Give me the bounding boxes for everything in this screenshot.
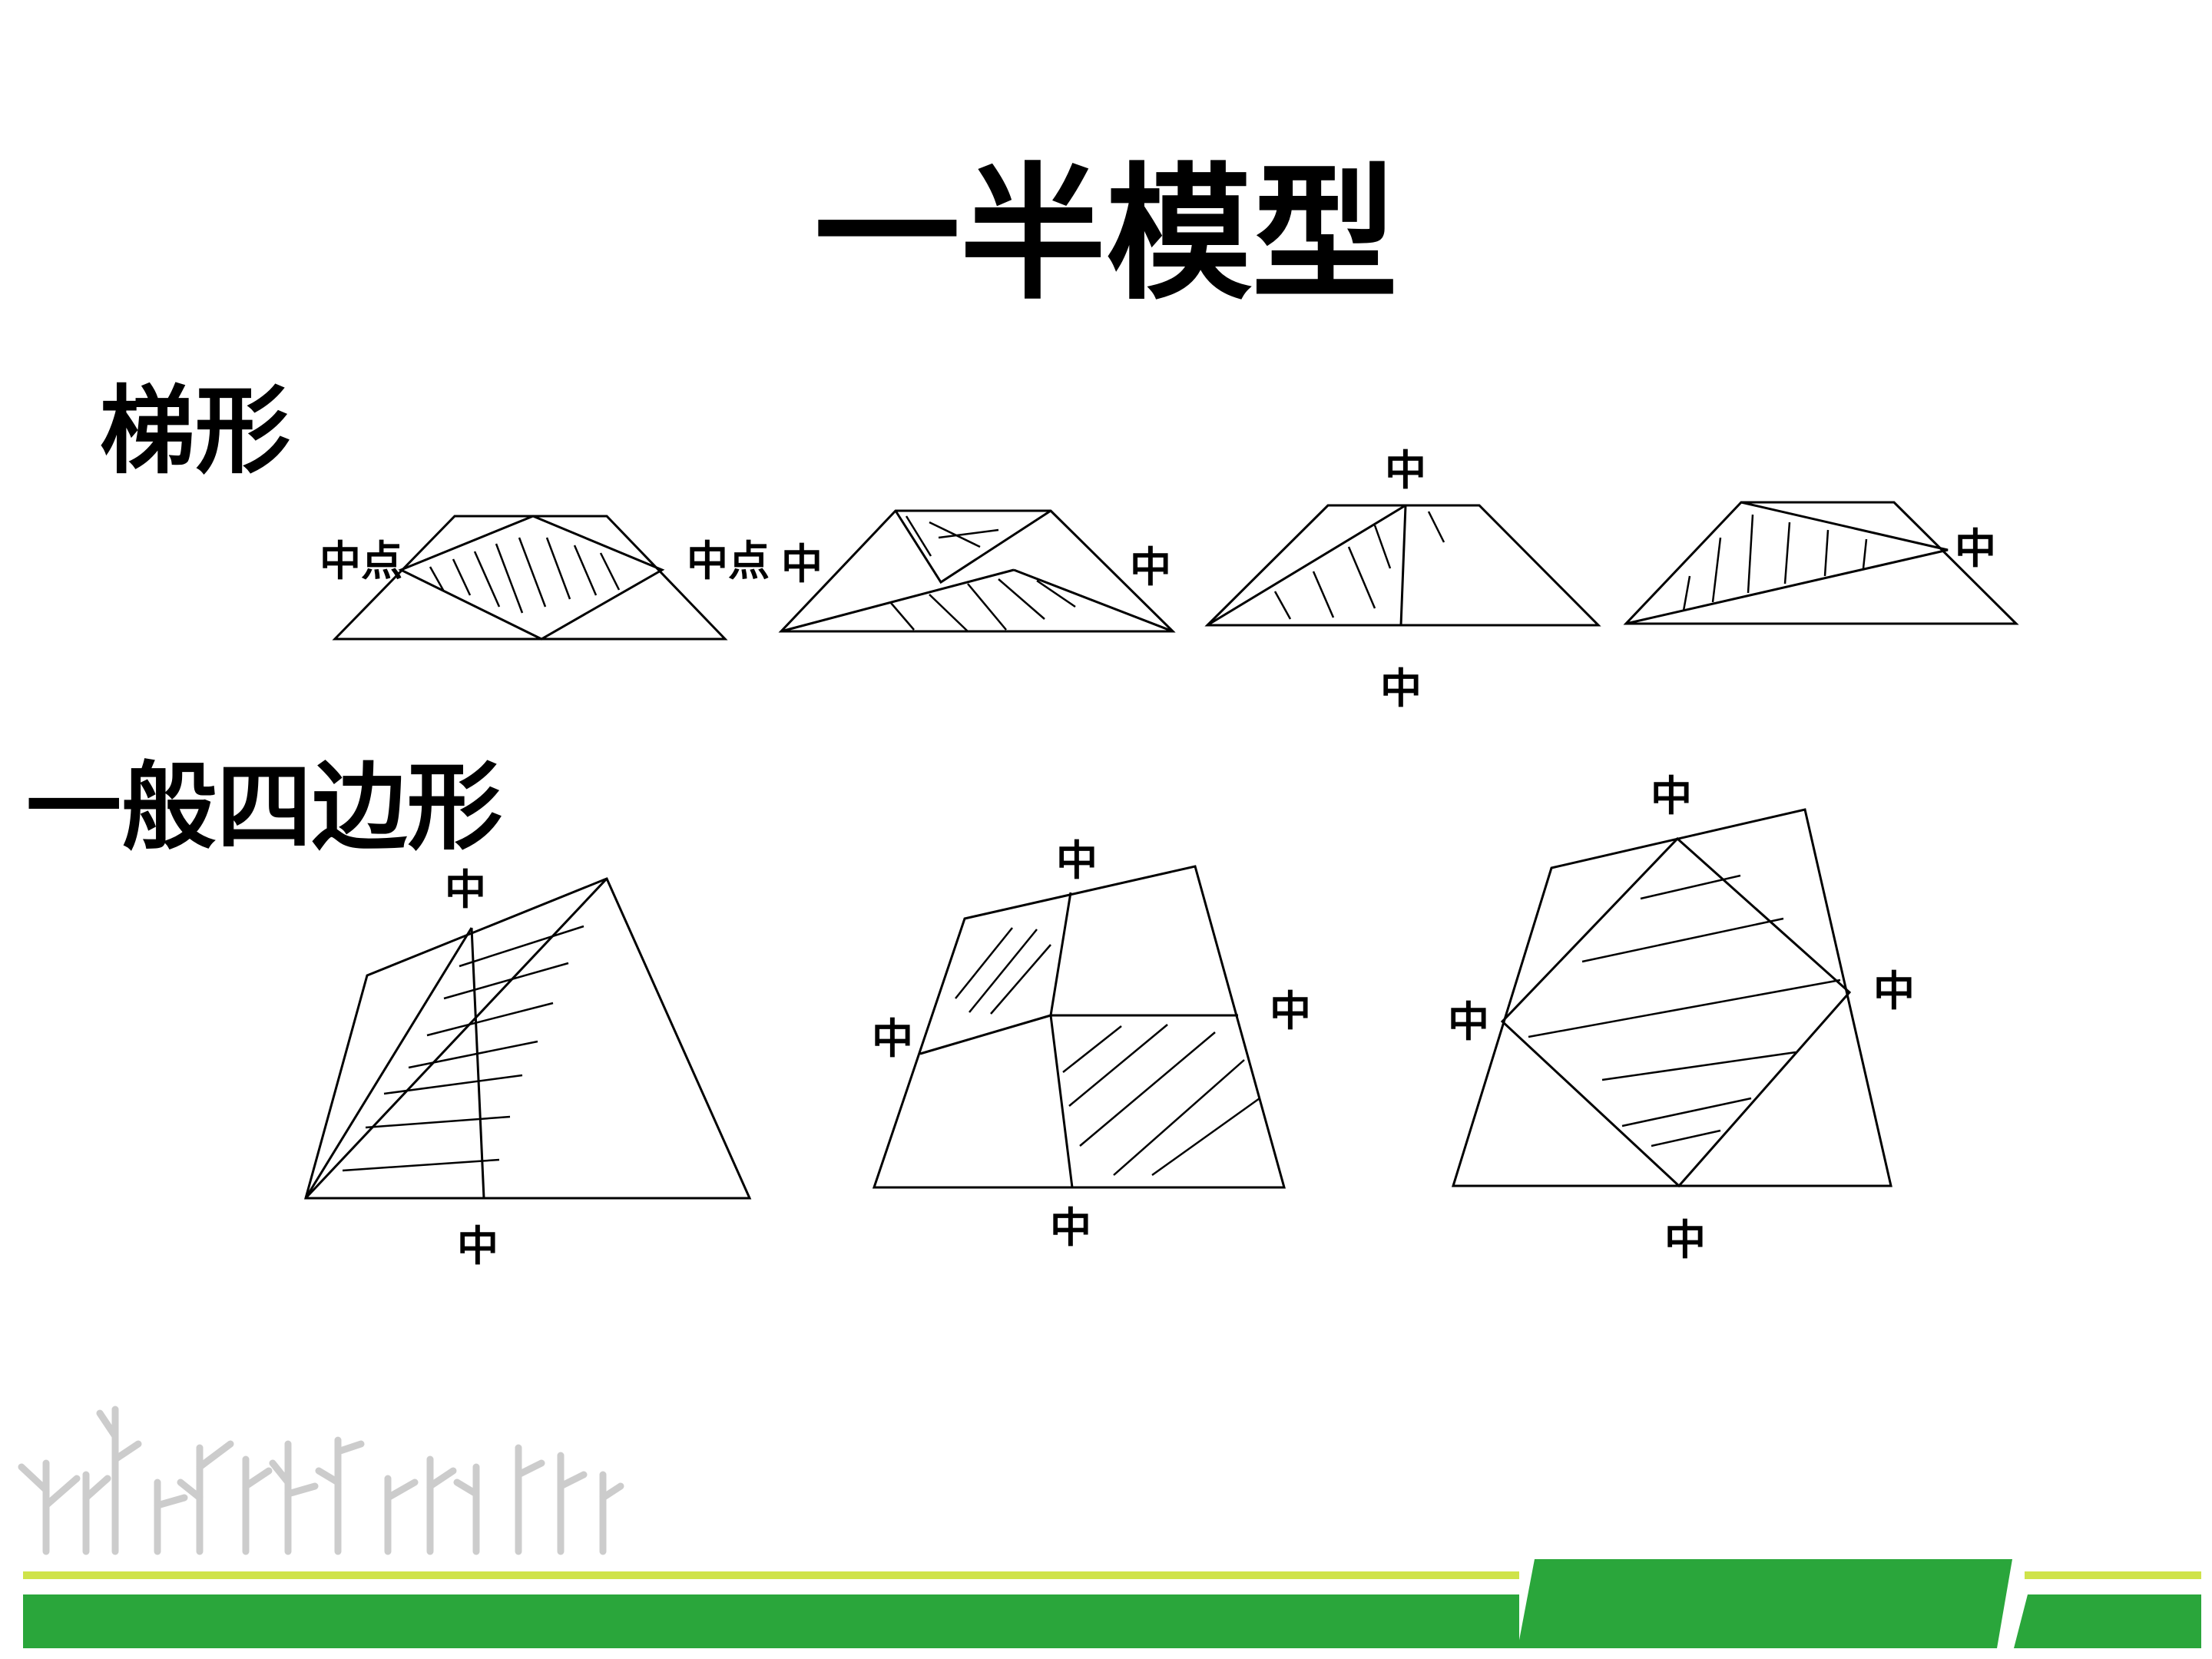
quadrilateral-figure-1 [304, 877, 752, 1200]
label-mid: 中 [1873, 966, 1915, 1015]
label-mid: 中 [445, 865, 486, 914]
diagonal-line [780, 568, 1015, 633]
trapezoid-outline [332, 515, 728, 641]
trapezoid-figure-1 [332, 515, 728, 641]
midpoint-quadrilateral [1500, 836, 1852, 1188]
label-mid: 中 [872, 1014, 913, 1063]
diagonal-line [1207, 504, 1406, 627]
midline-vertical [1049, 1015, 1074, 1188]
trapezoid-outline [778, 509, 1176, 633]
shaded-quadrilateral [398, 515, 665, 641]
diagonal-line [1013, 568, 1174, 633]
hatch-lines [342, 925, 584, 1172]
quadrilateral-outline [872, 865, 1286, 1189]
label-mid: 中 [781, 539, 823, 588]
label-mid: 中 [1270, 986, 1311, 1035]
footer-band [23, 1559, 2201, 1648]
label-mid: 中 [1448, 997, 1489, 1046]
hatch-lines [1273, 511, 1445, 620]
footer-green-bar [2014, 1594, 2201, 1648]
label-mid: 中 [1664, 1215, 1706, 1264]
shaded-triangle [1625, 501, 1949, 625]
quadrilateral-outline [304, 877, 752, 1200]
label-mid: 中 [457, 1221, 498, 1270]
label-mid: 中 [1050, 1203, 1091, 1252]
slide-title: 一半模型 [813, 148, 1398, 320]
label-mid: 中 [1056, 836, 1098, 885]
label-mid: 中 [1380, 664, 1422, 713]
label-mid: 中 [1385, 445, 1426, 495]
hatch-lines [890, 515, 1076, 632]
footer-green-bar [23, 1594, 1519, 1648]
label-mid: 中 [1955, 524, 1996, 573]
midline-vertical [1049, 892, 1072, 1016]
label-midpoint-left: 中点 [320, 536, 402, 585]
trapezoid-figure-4 [1623, 501, 2019, 625]
diagonal-line [304, 877, 608, 1200]
midpoint-line [470, 927, 485, 1199]
median-line [1399, 505, 1407, 626]
plant-decoration [18, 1406, 624, 1555]
trapezoid-figure-2 [778, 509, 1176, 633]
trapezoid-outline [1623, 501, 2019, 625]
section-heading-trapezoid: 梯形 [100, 376, 291, 487]
hatch-lines [429, 537, 621, 614]
trapezoid-outline [1204, 504, 1601, 627]
trapezoid-figure-3 [1204, 504, 1601, 627]
upper-triangle [894, 509, 1051, 584]
quadrilateral-figure-2 [872, 865, 1286, 1189]
label-midpoint-right: 中点 [687, 536, 770, 585]
midline-horizontal [919, 1014, 1051, 1055]
footer-light-stripe [23, 1571, 1519, 1579]
hatch-lines [1682, 514, 1868, 611]
section-heading-quadrilateral: 一般四边形 [26, 752, 503, 863]
quadrilateral-figure-3 [1451, 808, 1892, 1188]
footer-green-tab [1518, 1559, 2012, 1648]
footer-light-stripe [2025, 1571, 2201, 1579]
hatch-lines [955, 927, 1260, 1177]
label-mid: 中 [1651, 771, 1692, 820]
side-line [304, 927, 473, 1199]
hatch-lines [1528, 874, 1841, 1147]
quadrilateral-outline [1451, 808, 1892, 1187]
label-mid: 中 [1130, 542, 1171, 591]
